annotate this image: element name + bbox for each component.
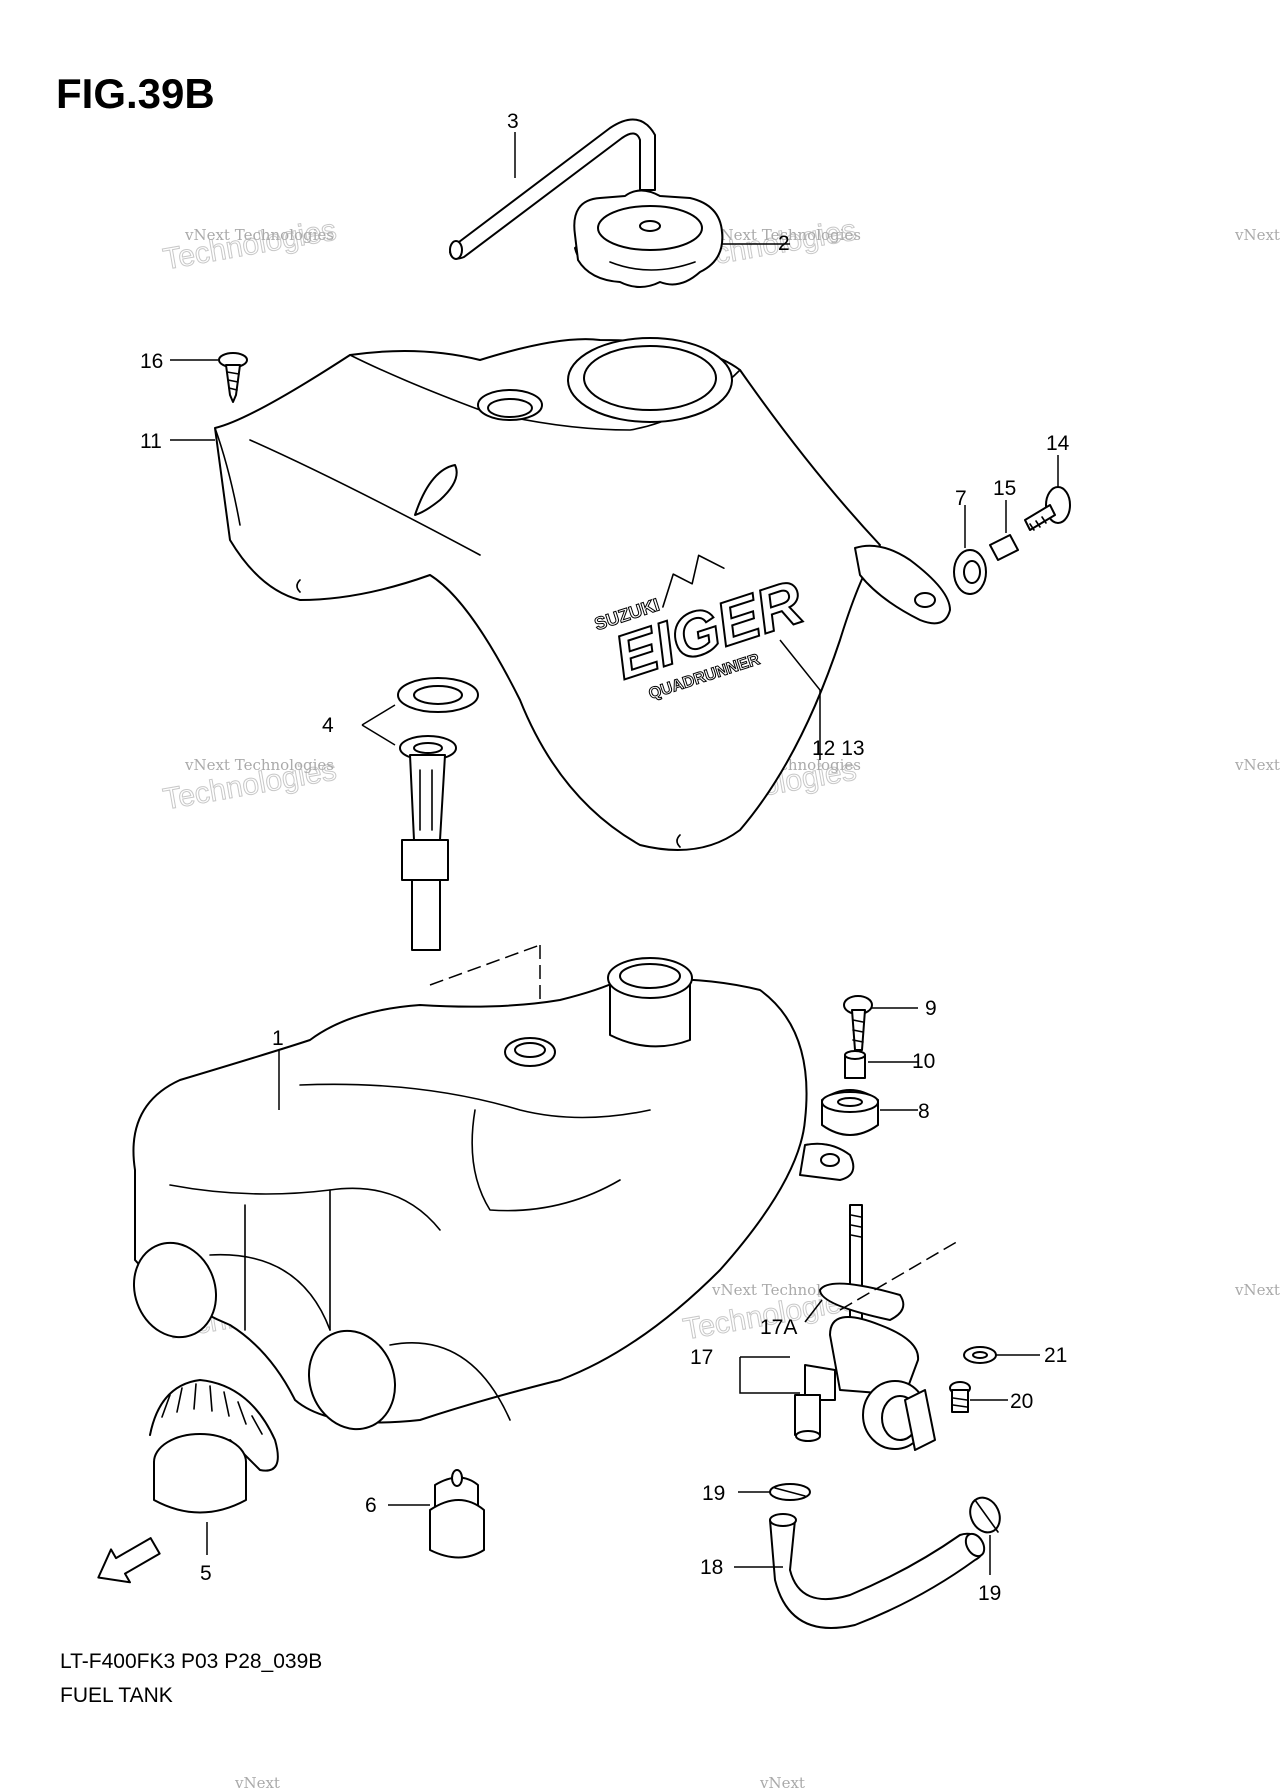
- callout-2: 2: [778, 232, 790, 255]
- model-code-label: LT-F400FK3 P03 P28_039B: [60, 1650, 323, 1673]
- callout-17: 17: [690, 1346, 713, 1369]
- callout-5: 5: [200, 1562, 212, 1585]
- callout-7: 7: [955, 487, 967, 510]
- callout-16: 16: [140, 350, 163, 373]
- watermark-text-edge: vNext: [1234, 226, 1280, 244]
- watermark-text-bottom: vNext: [759, 1774, 805, 1792]
- callout-9: 9: [925, 997, 937, 1020]
- tank-cover-part-11: [214, 337, 951, 851]
- callout-4: 4: [322, 714, 334, 737]
- callout-17a: 17A: [760, 1316, 797, 1339]
- fuel-cap-part-2: [573, 189, 724, 288]
- callout-21: 21: [1044, 1344, 1067, 1367]
- screw-part-20: [949, 1381, 1008, 1413]
- clip-part-19-right: [969, 1496, 1001, 1575]
- callout-10: 10: [912, 1050, 935, 1073]
- damper-part-8: [821, 1089, 918, 1136]
- watermark-text-edge: vNext: [1234, 1281, 1280, 1299]
- clip-part-19-left: [738, 1483, 811, 1501]
- rubber-mount-part-6: [388, 1469, 485, 1559]
- watermark-text-bottom: vNext: [234, 1774, 280, 1792]
- callout-14: 14: [1046, 432, 1070, 455]
- fuel-valve-part-17: [794, 1204, 961, 1451]
- leader-line-12-13: [779, 639, 821, 760]
- washer-part-21: [963, 1346, 1040, 1364]
- screw-part-16: [218, 352, 248, 403]
- fwd-arrow-icon: FWD: [97, 1537, 161, 1584]
- fuel-tank-part-1: [132, 957, 855, 1431]
- fuel-gauge-seal-part-4: [361, 677, 479, 951]
- collar-part-15: [989, 500, 1019, 561]
- watermark-text: Technologies: [161, 214, 339, 277]
- figure-title: FIG.39B: [56, 70, 215, 117]
- callout-12-13: 12 13: [812, 737, 865, 760]
- callout-1: 1: [272, 1027, 284, 1050]
- callout-19-left: 19: [702, 1482, 725, 1505]
- watermark-text: vNext Technologies: [184, 226, 334, 244]
- figure-caption: FUEL TANK: [60, 1684, 173, 1707]
- leader-line-17: [739, 1357, 800, 1394]
- clamp-band-part-5: [149, 1379, 279, 1514]
- callout-8: 8: [918, 1100, 930, 1123]
- alignment-line: [429, 944, 541, 1040]
- callout-15: 15: [993, 477, 1016, 500]
- bolt-part-9: [843, 995, 918, 1051]
- callout-3: 3: [507, 110, 519, 133]
- watermark-text-edge: vNext: [1234, 756, 1280, 774]
- watermark-text: vNext Technologies: [711, 226, 861, 244]
- callout-19-right: 19: [978, 1582, 1001, 1605]
- leader-line-17a: [804, 1299, 823, 1323]
- leader-line-4: [361, 704, 396, 746]
- watermark-text: vNext Technologies: [184, 756, 334, 774]
- grommet-part-7: [953, 505, 987, 595]
- fuel-hose-part-18: [734, 1513, 986, 1629]
- callout-11: 11: [140, 430, 162, 453]
- callout-6: 6: [365, 1494, 377, 1517]
- collar-part-10: [844, 1050, 918, 1079]
- watermark-1: Technologies: [160, 213, 339, 277]
- callout-18: 18: [700, 1556, 723, 1579]
- callout-20: 20: [1010, 1390, 1033, 1413]
- bolt-part-14: [1024, 455, 1071, 531]
- breather-hose-part-3: [449, 118, 656, 260]
